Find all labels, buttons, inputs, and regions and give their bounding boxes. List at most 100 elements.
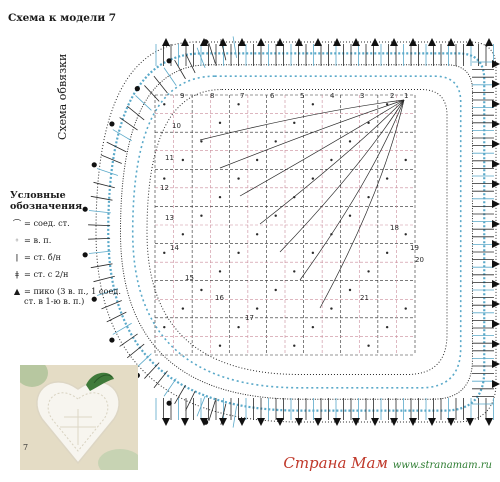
mesh-dot xyxy=(274,288,277,292)
border-stitch-curve xyxy=(90,195,113,201)
picot-top xyxy=(371,38,379,46)
picot-top xyxy=(181,38,189,46)
picot-top xyxy=(466,38,474,46)
border-stitch-curve xyxy=(126,343,145,359)
row-number: 14 xyxy=(170,244,179,252)
mesh-dot xyxy=(274,140,277,143)
border-stitch-curve xyxy=(135,353,152,369)
legend: Условные обозначения ⌒ = соед. ст. ◦ = в… xyxy=(10,190,128,313)
row-number: 17 xyxy=(245,314,254,322)
row-number: 9 xyxy=(180,92,184,100)
mesh-dot xyxy=(200,214,203,217)
picot-top xyxy=(447,38,455,46)
row-number: 18 xyxy=(390,224,399,232)
mesh-dot xyxy=(274,214,277,217)
picot-bottom xyxy=(238,418,246,426)
legend-item-single-crochet: ǀ = ст. б/н xyxy=(10,252,128,262)
legend-text: = пико (3 в. п., 1 соед. ст. в 1-ю в. п.… xyxy=(24,286,121,306)
row-number: 12 xyxy=(160,184,169,192)
row-number: 10 xyxy=(172,122,181,130)
diagram-title: Схема к модели 7 xyxy=(8,12,117,24)
ring-3 xyxy=(119,64,473,400)
edging-scheme-label: Схема обвязки xyxy=(56,53,69,140)
picot-curve xyxy=(82,206,88,212)
legend-text: = ст. б/н xyxy=(24,252,61,262)
row-number: 15 xyxy=(185,274,194,282)
mesh-dot xyxy=(311,251,315,255)
mesh-dot xyxy=(385,177,389,180)
picot-right xyxy=(492,120,500,128)
doily-photo: 7 xyxy=(20,365,138,470)
legend-item-chain: ◦ = в. п. xyxy=(10,235,128,245)
picot-bottom xyxy=(466,418,474,426)
leaf-vein xyxy=(299,99,405,281)
picot-right xyxy=(492,300,500,308)
slip-stitch-icon: ⌒ xyxy=(12,218,22,228)
picot-top xyxy=(276,38,284,46)
picot-curve xyxy=(109,121,115,127)
leaf-vein xyxy=(219,99,405,169)
row-number: 5 xyxy=(300,92,304,100)
picot-bottom xyxy=(428,418,436,426)
border-stitch-curve xyxy=(93,181,115,189)
border-stitch-curve xyxy=(185,53,196,74)
border-stitch-curve xyxy=(106,311,127,323)
picot-right xyxy=(492,200,500,208)
border-stitch-curve xyxy=(174,384,186,405)
legend-item-double-crochet: ǂ = ст. с 2/н xyxy=(10,269,128,279)
picot-bottom xyxy=(257,418,265,426)
picot-top xyxy=(390,38,398,46)
legend-text: = ст. с 2/н xyxy=(24,269,69,279)
border-stitch-curve xyxy=(196,396,206,417)
border-stitch-curve xyxy=(88,237,111,240)
row-number: 2 xyxy=(390,92,394,100)
picot-curve xyxy=(91,162,97,168)
mesh-dot xyxy=(181,307,185,310)
mesh-dot xyxy=(367,270,370,273)
mesh-dot xyxy=(367,121,370,125)
row-number: 7 xyxy=(240,92,244,100)
legend-title: Условные обозначения xyxy=(10,190,83,212)
double-crochet-icon: ǂ xyxy=(15,269,19,279)
border-stitch-curve xyxy=(153,75,168,94)
mesh-dot xyxy=(163,325,166,329)
legend-text: = в. п. xyxy=(24,235,52,245)
mesh-dot xyxy=(237,103,240,106)
picot-bottom xyxy=(390,418,398,426)
row-number: 4 xyxy=(330,92,335,100)
mesh-dot xyxy=(200,288,203,292)
legend-item-slip-stitch: ⌒ = соед. ст. xyxy=(10,218,128,228)
mesh-dot xyxy=(311,103,315,106)
mesh-dot xyxy=(367,344,370,347)
picot-icon: ▲ xyxy=(13,286,21,296)
mesh-dot xyxy=(293,121,296,125)
border-stitch-curve xyxy=(232,406,237,428)
border-stitch-curve xyxy=(101,300,122,310)
picot-bottom xyxy=(333,418,341,426)
doily-illustration xyxy=(20,365,138,470)
row-number: 11 xyxy=(165,154,174,162)
mesh-dot xyxy=(163,251,166,255)
picot-top xyxy=(238,38,246,46)
mesh-dot xyxy=(200,140,203,143)
border-stitch-curve xyxy=(112,322,132,335)
mesh-dot xyxy=(237,177,240,180)
border-stitch-curve xyxy=(135,95,152,111)
border-stitch-curve xyxy=(119,333,138,347)
row-number: 19 xyxy=(410,244,419,252)
mesh-dot xyxy=(293,270,296,273)
leaf-vein xyxy=(279,99,405,253)
legend-text: = соед. ст. xyxy=(24,218,70,228)
row-number: 21 xyxy=(360,294,369,302)
watermark-domain: www.stranamam.ru xyxy=(392,460,492,471)
picot-curve xyxy=(166,58,172,64)
picot-right xyxy=(492,360,500,368)
mesh-dot xyxy=(181,158,185,162)
picot-bottom xyxy=(371,418,379,426)
leaf-vein xyxy=(199,99,405,141)
picot-right xyxy=(492,240,500,248)
picot-curve xyxy=(166,400,172,406)
site-watermark: Страна Мам www.stranamam.ru xyxy=(283,454,492,472)
